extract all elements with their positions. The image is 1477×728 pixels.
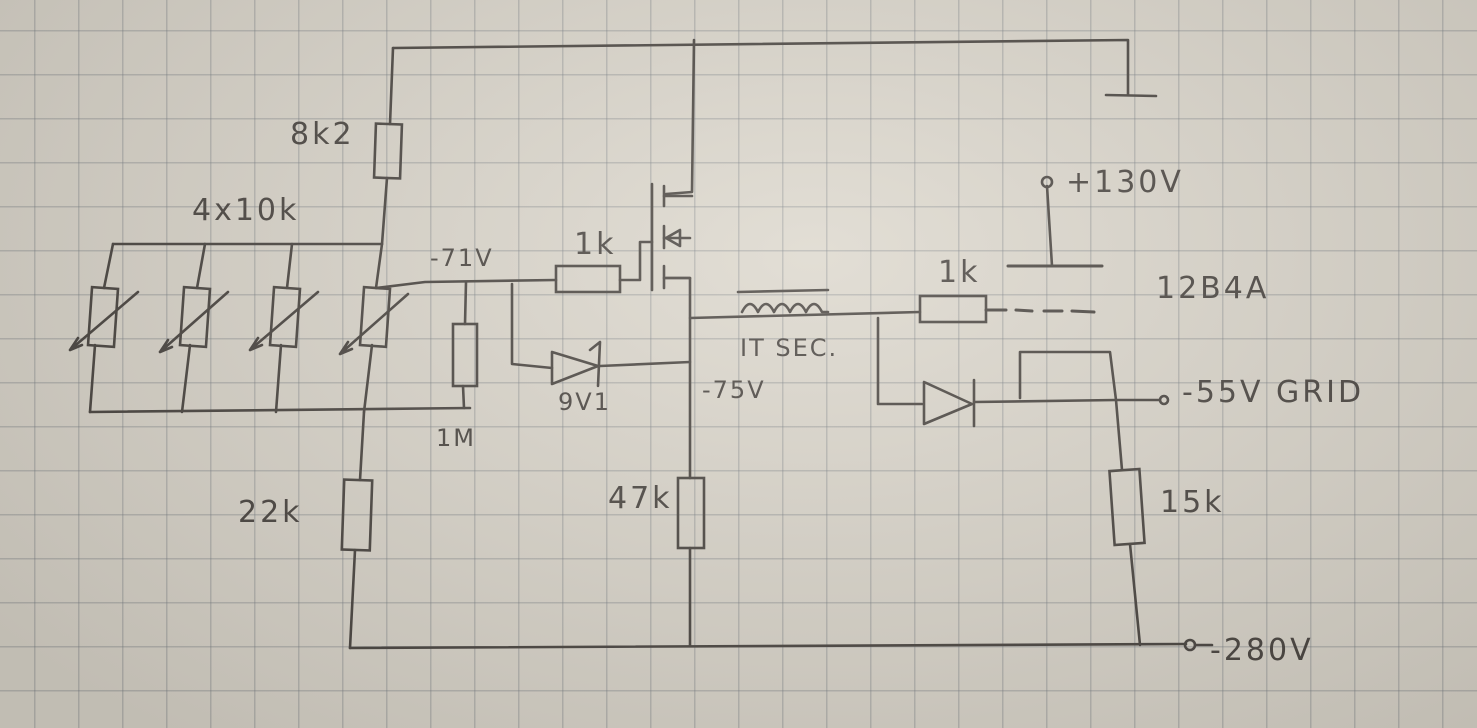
wire-pot3-top bbox=[285, 242, 294, 290]
wire-plus130 bbox=[1045, 184, 1054, 268]
label-1k-gate: 1k bbox=[574, 227, 616, 262]
resistor-8k2 bbox=[372, 122, 404, 180]
label-minus75v: -75V bbox=[702, 376, 766, 404]
wire-zener-left bbox=[510, 282, 554, 370]
labels: 8k2 4x10k -71V 1k 1M 9V1 -75V IT SEC. 22… bbox=[192, 117, 1364, 668]
wire-22k-top bbox=[358, 410, 366, 482]
wire-pot4-bottom bbox=[362, 343, 374, 414]
resistors bbox=[340, 122, 1146, 552]
wire-zener-right bbox=[598, 360, 692, 368]
terminal-plus130 bbox=[1040, 175, 1054, 189]
wire-grid-dashes bbox=[984, 308, 1096, 314]
resistor-1k-grid bbox=[918, 294, 988, 324]
label-grid: -55V GRID bbox=[1182, 375, 1364, 410]
resistor-47k bbox=[676, 476, 706, 550]
wire-center-source bbox=[664, 276, 692, 480]
mosfet bbox=[650, 182, 694, 292]
terminal-grid bbox=[1158, 394, 1170, 406]
label-4x10k: 4x10k bbox=[192, 193, 299, 228]
wire-15k-bottom bbox=[1128, 542, 1142, 647]
wire-22k-bottom bbox=[348, 548, 357, 650]
wire-cathode-loop bbox=[1018, 350, 1118, 402]
wire-pot1-top bbox=[102, 242, 115, 290]
wire-15k-top bbox=[1114, 398, 1124, 472]
label-47k: 47k bbox=[608, 481, 673, 516]
label-22k: 22k bbox=[238, 495, 303, 530]
wire-pot3-bottom bbox=[274, 343, 283, 414]
resistor-1k-gate bbox=[554, 264, 622, 294]
label-1m: 1M bbox=[436, 424, 476, 452]
label-minus280v: -280V bbox=[1210, 633, 1314, 668]
wire-top-rail bbox=[391, 38, 1130, 97]
label-9v1: 9V1 bbox=[558, 388, 611, 416]
potentiometer-4 bbox=[338, 285, 410, 356]
wire-8k2-bottom bbox=[380, 176, 389, 246]
potentiometer-2 bbox=[158, 285, 230, 354]
label-it-sec: IT SEC. bbox=[740, 334, 838, 362]
wire-diode-left bbox=[876, 316, 924, 406]
resistor-1m bbox=[451, 322, 479, 388]
potentiometer-1 bbox=[68, 285, 140, 352]
label-12b4a: 12B4A bbox=[1156, 271, 1269, 306]
potentiometer-3 bbox=[248, 285, 320, 352]
ground-bar bbox=[1104, 93, 1158, 98]
wire-it-sec bbox=[688, 310, 922, 320]
label-minus71v: -71V bbox=[430, 244, 494, 272]
terminals bbox=[1040, 175, 1214, 652]
wire-1k-gate bbox=[618, 240, 654, 282]
wire-pot2-top bbox=[195, 242, 207, 290]
it-secondary-winding bbox=[736, 288, 830, 314]
potentiometers bbox=[68, 285, 410, 356]
label-15k: 15k bbox=[1160, 485, 1225, 520]
wire-pot1-bottom bbox=[88, 343, 97, 414]
wire-8k2-top bbox=[388, 46, 395, 126]
wire-diode-right bbox=[972, 398, 1118, 404]
wire-pot2-bottom bbox=[180, 343, 192, 414]
label-plus130v: +130V bbox=[1066, 165, 1184, 200]
wire-pot4-top bbox=[374, 242, 384, 290]
wire-minus71-node bbox=[374, 278, 558, 290]
wire-1m-top bbox=[463, 280, 468, 326]
wire-1m-bottom bbox=[461, 384, 466, 410]
wire-bottom-rail bbox=[348, 642, 1188, 650]
zener-diode bbox=[550, 340, 602, 388]
label-1k-grid: 1k bbox=[938, 255, 980, 290]
resistor-15k bbox=[1108, 467, 1146, 547]
wire-center-top bbox=[664, 38, 696, 196]
resistor-22k bbox=[340, 478, 374, 552]
grid-diode bbox=[922, 378, 976, 428]
label-8k2: 8k2 bbox=[290, 117, 355, 152]
wire-pot-bottom-bus bbox=[88, 406, 472, 414]
